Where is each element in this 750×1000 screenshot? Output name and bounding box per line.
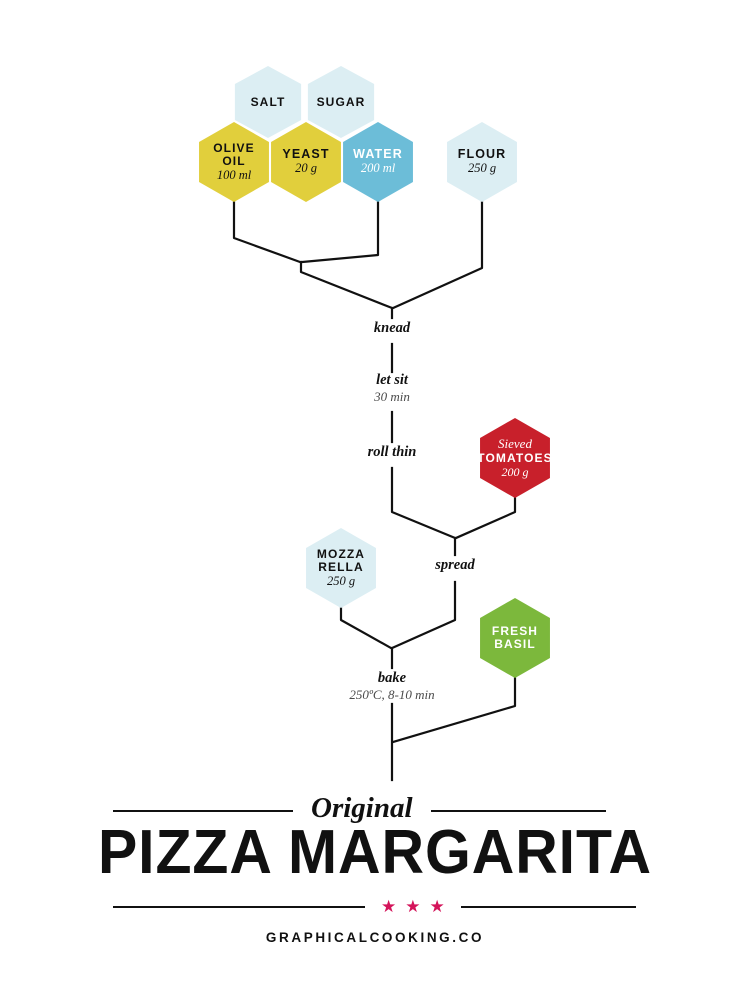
ingredient-tomatoes-quantity: 200 g (501, 464, 529, 479)
flow-connector-diagram (232, 198, 517, 782)
ingredient-flour-label: FLOUR (457, 146, 507, 161)
connector-flour (391, 198, 484, 310)
step-spread: spread (405, 557, 505, 574)
ingredient-olive-oil-label: OLIVE OIL (213, 140, 255, 168)
step-bake: bake 250ºC, 8-10 min (312, 670, 472, 702)
ingredient-water-label: WATER (353, 146, 403, 161)
connector-olive-oil (232, 198, 302, 264)
ingredient-tomatoes-prefix: Sieved (498, 436, 532, 452)
ingredient-water-quantity: 200 ml (360, 161, 396, 176)
star-icon: ★ (405, 897, 421, 916)
ingredient-sugar[interactable]: SUGAR (307, 66, 375, 138)
star-icon: ★ (381, 897, 397, 916)
ingredient-fresh-basil-label: FRESH BASIL (491, 624, 539, 651)
ingredient-sieved-tomatoes[interactable]: Sieved TOMATOES 200 g (477, 418, 553, 498)
divider-left (113, 809, 293, 812)
ingredient-tomatoes-label: TOMATOES (477, 450, 553, 465)
step-knead-label: knead (373, 320, 411, 336)
divider-right-lower (460, 905, 636, 908)
divider-left-lower (113, 905, 365, 908)
connector-mozzarella (339, 604, 393, 650)
step-spread-label: spread (435, 557, 475, 573)
step-knead: knead (342, 320, 442, 337)
connector-basil (391, 674, 517, 744)
eyebrow-row: Original (113, 794, 637, 823)
connector-water (300, 198, 380, 264)
ingredient-yeast-quantity: 20 g (295, 161, 317, 176)
step-bake-detail: 250ºC, 8-10 min (349, 686, 435, 702)
step-let-sit-label: let sit (376, 372, 408, 388)
connector-rollthin-stem (390, 466, 457, 540)
ingredient-olive-oil-quantity: 100 ml (216, 167, 252, 182)
ingredient-mozzarella-label: MOZZA RELLA (316, 546, 366, 574)
divider-right (430, 809, 606, 812)
step-roll-thin-label: roll thin (367, 444, 417, 460)
connector-liquids-merge (299, 260, 394, 310)
ingredient-sugar-label: SUGAR (316, 94, 366, 109)
star-icon: ★ (429, 897, 445, 916)
connector-tomatoes (454, 494, 517, 540)
step-let-sit-detail: 30 min (374, 388, 410, 404)
step-roll-thin: roll thin (342, 444, 442, 461)
ingredient-salt-label: SALT (250, 94, 286, 109)
website-credit: GRAPHICALCOOKING.CO (265, 930, 485, 945)
ingredient-yeast-label: YEAST (282, 146, 330, 161)
star-rating: ★ ★ ★ (365, 898, 461, 915)
step-bake-label: bake (377, 670, 407, 686)
eyebrow-text: Original (311, 792, 413, 824)
stars-row: ★ ★ ★ (113, 898, 637, 915)
ingredient-flour-quantity: 250 g (467, 161, 497, 176)
step-let-sit: let sit 30 min (342, 372, 442, 404)
page-title: PIZZA MARGARITA (97, 818, 653, 887)
ingredient-mozzarella-quantity: 250 g (326, 573, 356, 588)
connector-spread-down (390, 580, 457, 650)
